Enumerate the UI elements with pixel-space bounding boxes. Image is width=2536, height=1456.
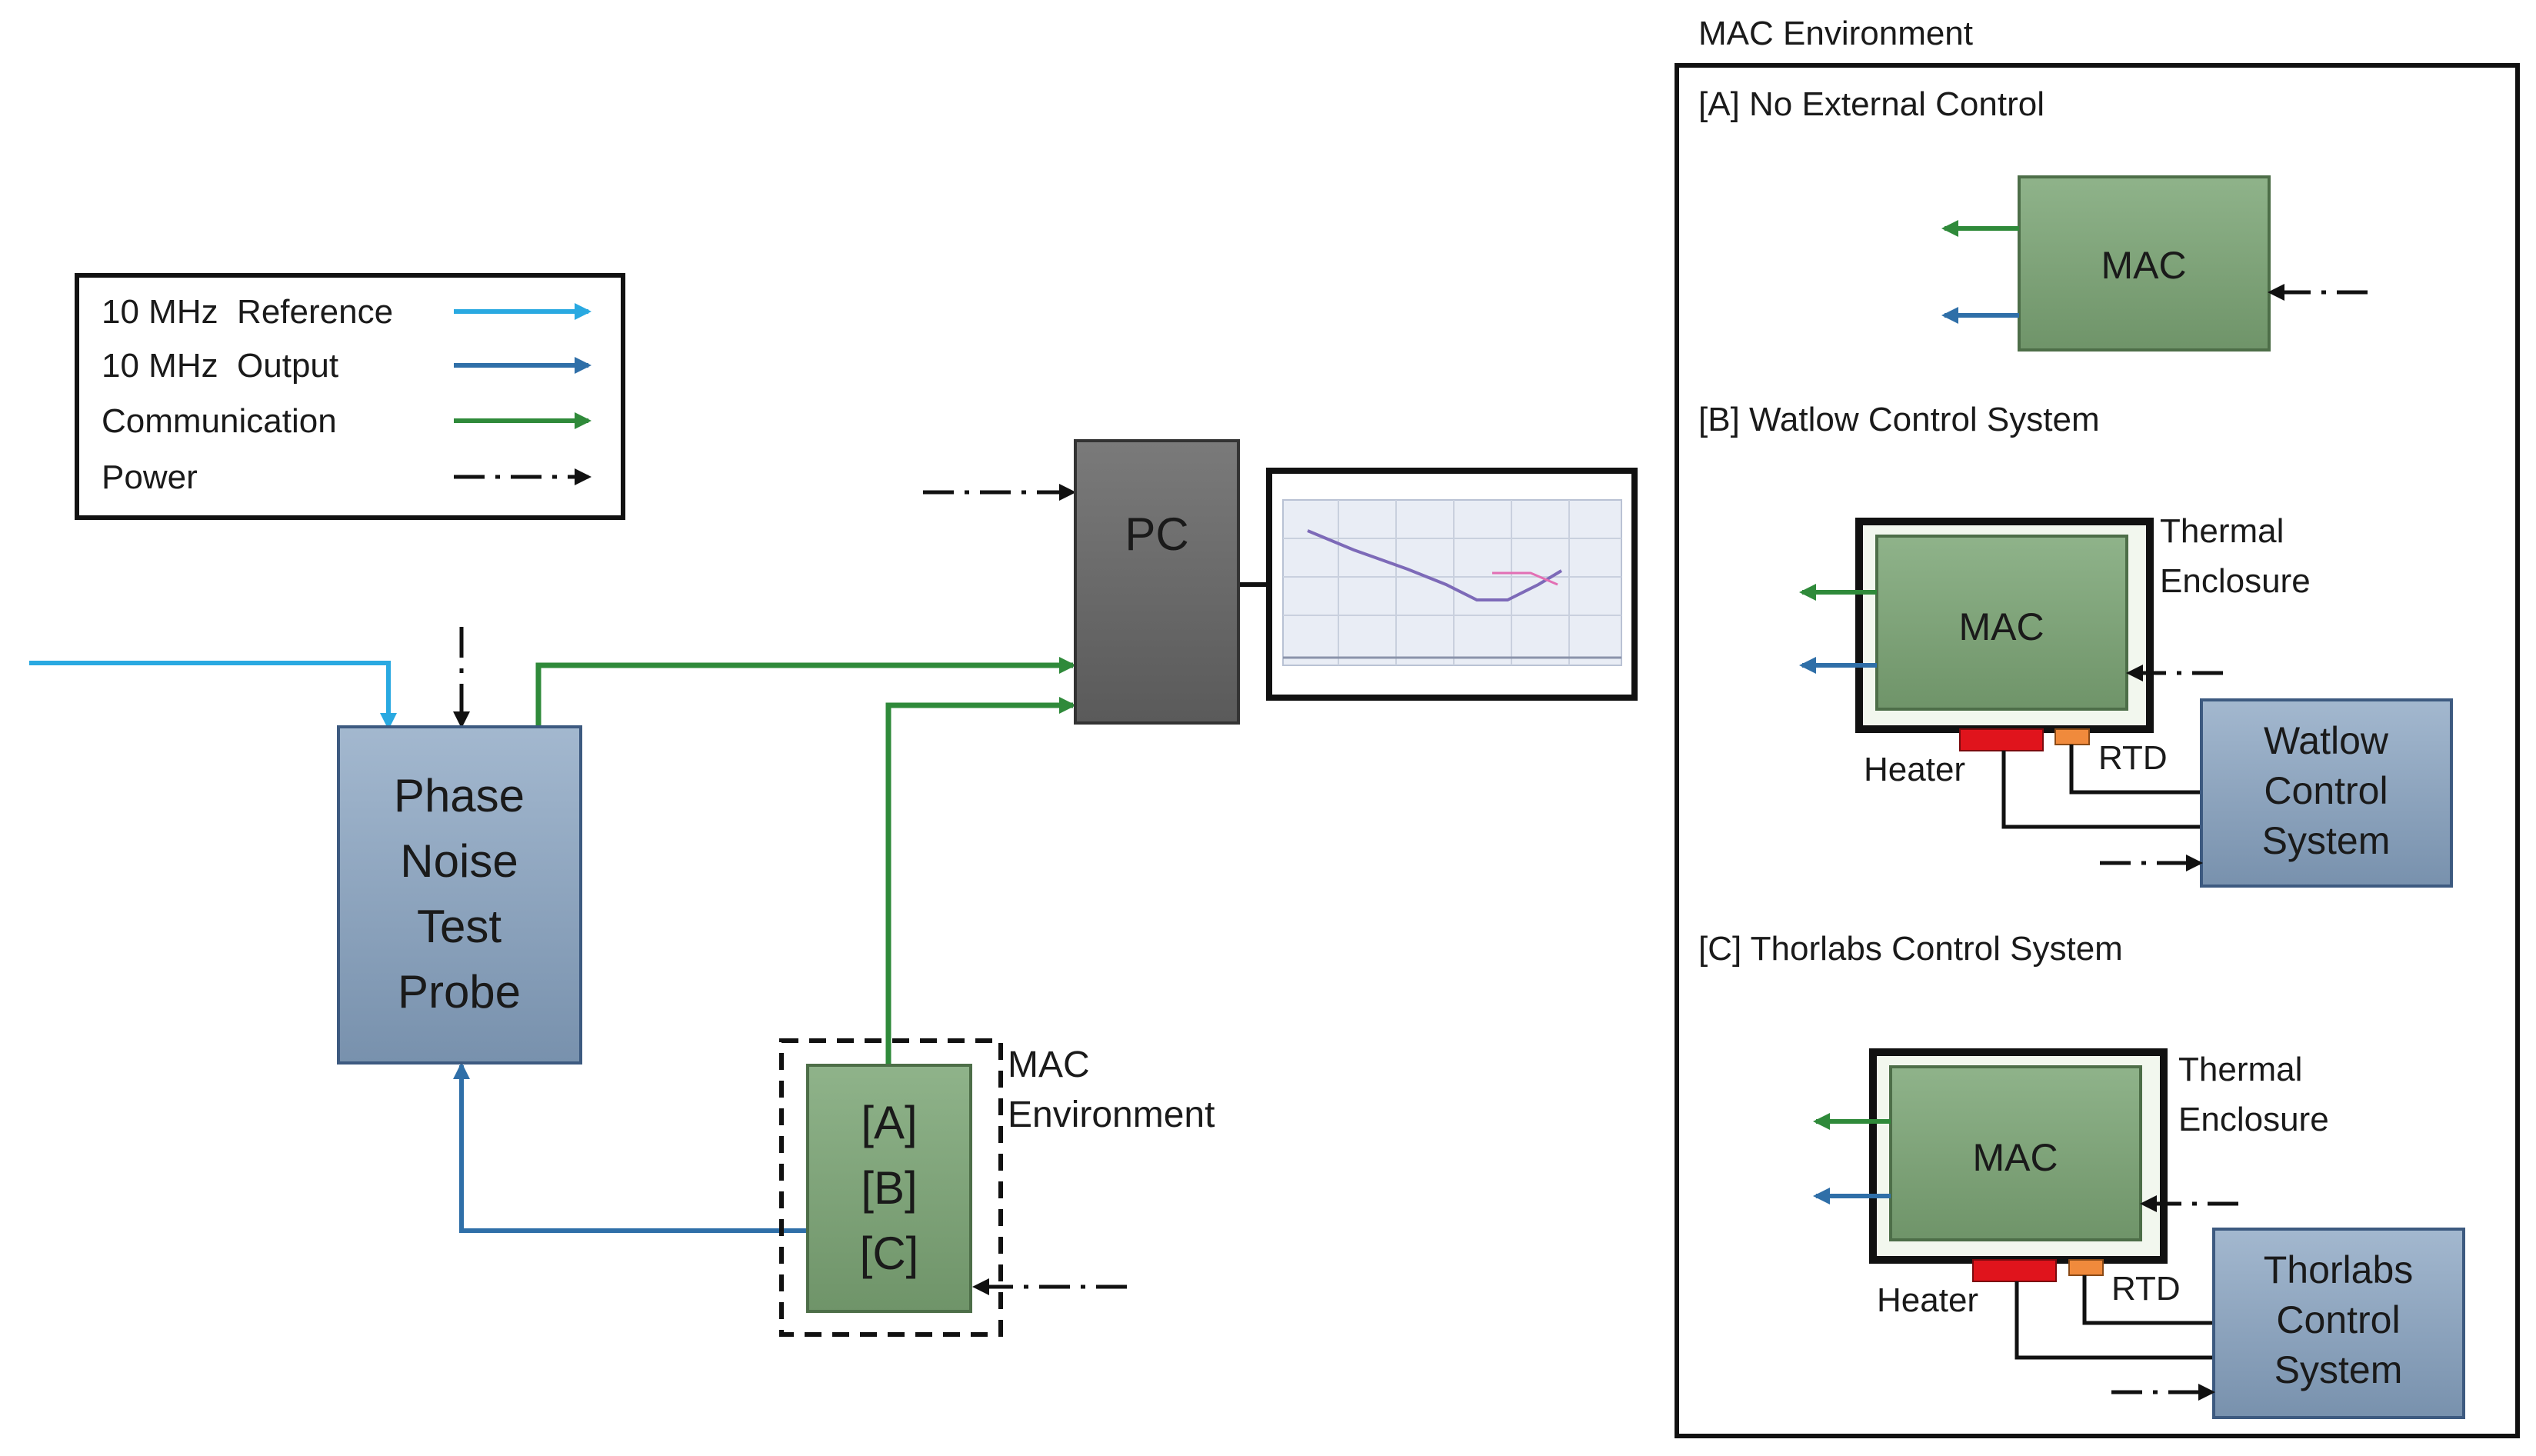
section-b-enclosure-line-2: Enclosure: [2160, 562, 2311, 600]
section-a: [A] No External Control MAC: [1698, 85, 2368, 352]
mac-environment-panel: MAC Environment [A] No External Control …: [1675, 15, 2520, 1438]
legend-label-reference: 10 MHz Reference: [102, 293, 393, 331]
section-c-controller-box: [2212, 1228, 2465, 1419]
legend-label-communication: Communication: [102, 402, 337, 440]
section-b-controller-box: [2200, 698, 2453, 888]
section-c-enclosure-line-1: Thermal: [2178, 1051, 2302, 1088]
mac-main-box: [806, 1064, 972, 1313]
legend-label-output: 10 MHz Output: [102, 347, 338, 385]
pc-box: [1074, 439, 1240, 725]
monitor-gridlines: [1283, 500, 1621, 665]
panel-title: MAC Environment: [1698, 15, 1973, 52]
section-a-heading: [A] No External Control: [1698, 85, 2044, 123]
section-a-mac-label: MAC: [2101, 244, 2186, 287]
section-b-rtd-wire: [2069, 745, 2201, 795]
section-c-heater-wire: [2014, 1281, 2214, 1360]
reference-line: [29, 661, 397, 730]
section-b-enclosure-line-1: Thermal: [2160, 512, 2284, 550]
section-c-rtd: [2068, 1259, 2104, 1276]
monitor: [1266, 468, 1638, 701]
section-c-heater-label: Heater: [1877, 1281, 1978, 1319]
section-b-rtd-label: RTD: [2098, 739, 2168, 777]
section-b-controller-line-1: Watlow: [2264, 719, 2389, 762]
mac-variant-c: [C]: [860, 1228, 919, 1279]
monitor-trace-1: [1307, 529, 1563, 601]
section-b-controller-line-2: Control: [2264, 769, 2388, 812]
probe-label-line-3: Test: [417, 901, 502, 952]
section-c-mac-box: [1889, 1065, 2142, 1241]
pc: PC: [1074, 439, 1240, 725]
legend: 10 MHz Reference 10 MHz Output Communica…: [75, 273, 625, 520]
section-a-mac-box: [2018, 175, 2271, 352]
probe-box: [337, 725, 582, 1065]
section-c-controller-line-2: Control: [2276, 1298, 2400, 1341]
section-b-heater: [1959, 728, 2044, 751]
section-b-heading: [B] Watlow Control System: [1698, 401, 2100, 438]
section-c-enclosure-line-2: Enclosure: [2178, 1101, 2329, 1138]
section-b-controller-line-3: System: [2262, 819, 2391, 862]
mac-env-label-line-2: Environment: [1008, 1094, 1215, 1135]
section-c-heading: [C] Thorlabs Control System: [1698, 930, 2123, 968]
section-c-rtd-label: RTD: [2111, 1270, 2181, 1308]
mac-environment-main: [A] [B] [C] MAC Environment: [779, 1038, 1215, 1337]
section-b-mac-label: MAC: [1958, 605, 2044, 648]
mac-output-line: [453, 1062, 809, 1233]
section-b-rtd: [2054, 728, 2090, 745]
phase-noise-test-probe: Phase Noise Test Probe: [337, 725, 582, 1065]
section-b: [B] Watlow Control System MAC Thermal En…: [1698, 401, 2453, 888]
monitor-trace-2: [1492, 571, 1558, 586]
section-c-mac-label: MAC: [1972, 1136, 2058, 1179]
section-b-heater-wire: [2001, 751, 2201, 829]
probe-label-line-4: Probe: [398, 966, 521, 1018]
probe-label-line-1: Phase: [394, 770, 525, 821]
section-b-mac-box: [1875, 535, 2128, 711]
mac-variant-a: [A]: [861, 1097, 917, 1148]
legend-label-power: Power: [102, 458, 198, 496]
probe-label-line-2: Noise: [400, 835, 518, 887]
mac-env-label-line-1: MAC: [1008, 1045, 1090, 1085]
section-c: [C] Thorlabs Control System MAC Thermal …: [1698, 930, 2465, 1419]
section-b-heater-label: Heater: [1864, 751, 1965, 788]
mac-environment-dashed-box: [779, 1038, 1003, 1337]
section-c-rtd-wire: [2082, 1275, 2214, 1325]
section-c-controller-line-3: System: [2274, 1348, 2403, 1391]
monitor-plot-area: [1282, 499, 1622, 666]
pc-label: PC: [1125, 508, 1188, 560]
probe-to-pc-comm-line: [535, 657, 1076, 727]
mac-variant-b: [B]: [861, 1162, 917, 1214]
section-c-heater: [1972, 1259, 2057, 1282]
section-c-controller-line-1: Thorlabs: [2264, 1248, 2414, 1291]
mac-to-pc-comm-line: [885, 697, 1076, 1064]
